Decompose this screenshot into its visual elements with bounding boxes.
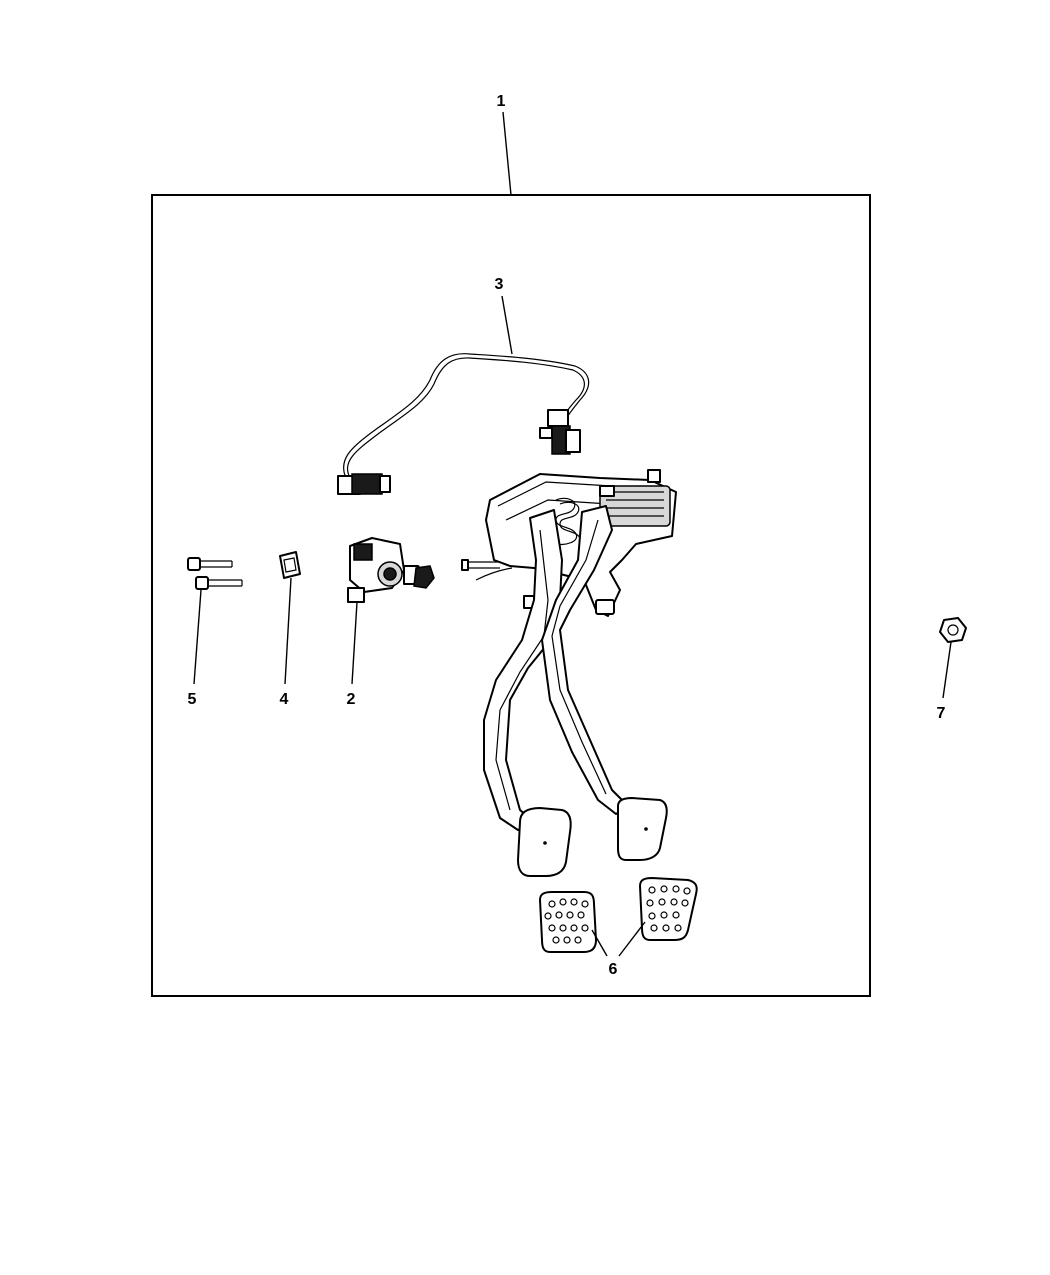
- callout-6-leader-b: [618, 921, 646, 957]
- callout-7-leader: [942, 641, 952, 699]
- part-wire-harness: [337, 353, 590, 495]
- callout-6: 6: [591, 921, 646, 978]
- callout-3-label: 3: [495, 276, 504, 293]
- callout-7: 7: [937, 641, 952, 722]
- callout-2: 2: [347, 601, 358, 708]
- callout-1-label: 1: [497, 93, 506, 110]
- callout-4: 4: [280, 577, 292, 708]
- part-nut: [939, 617, 967, 643]
- callout-1: 1: [497, 93, 512, 196]
- callout-7-label: 7: [937, 705, 946, 722]
- callout-3-leader: [501, 295, 513, 355]
- callout-1-leader: [502, 111, 512, 196]
- callout-5-leader: [193, 589, 202, 685]
- callout-2-label: 2: [347, 691, 356, 708]
- part-pedal-pads: [539, 877, 698, 953]
- kit-boundary-box: [151, 194, 871, 997]
- callout-2-leader: [351, 601, 358, 685]
- part-bolts: [187, 557, 243, 590]
- part-switch: [347, 537, 435, 603]
- part-clip: [279, 551, 301, 579]
- part-right-pedal-arm: [541, 505, 668, 861]
- callout-4-leader: [284, 577, 292, 685]
- callout-3: 3: [495, 276, 513, 355]
- callout-4-label: 4: [280, 691, 289, 708]
- callout-5: 5: [188, 589, 202, 708]
- callout-6-label: 6: [609, 961, 618, 978]
- callout-5-label: 5: [188, 691, 197, 708]
- callout-6-leader-a: [591, 929, 608, 957]
